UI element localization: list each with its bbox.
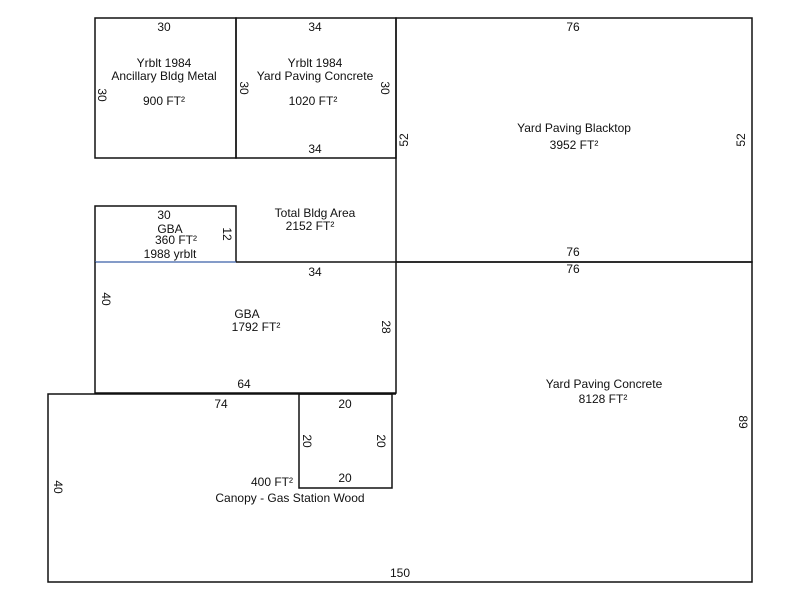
dim-label: 30 — [378, 81, 392, 95]
dim-label: 89 — [736, 415, 750, 429]
dim-label: 40 — [99, 292, 113, 306]
yard-concrete-outline[interactable] — [47, 261, 753, 583]
ancillary-bldg-rect[interactable] — [94, 17, 237, 159]
dim-label: 76 — [566, 262, 580, 276]
area-size: 360 FT² — [155, 233, 197, 247]
area-size: 1020 FT² — [289, 94, 338, 108]
dim-label: 40 — [51, 480, 65, 494]
dim-label: 12 — [220, 227, 234, 241]
dim-label: 74 — [214, 397, 228, 411]
area-name: GBA — [157, 222, 182, 236]
dim-label: 20 — [338, 397, 352, 411]
area-size: 8128 FT² — [579, 392, 628, 406]
area-name: Yard Paving Blacktop — [517, 121, 631, 135]
canopy-rect[interactable] — [298, 393, 393, 489]
dim-label: 20 — [374, 434, 388, 448]
dim-label: 52 — [397, 133, 411, 147]
dim-label: 34 — [308, 142, 322, 156]
dim-label: 34 — [308, 265, 322, 279]
dim-label: 76 — [566, 245, 580, 259]
dim-label: 150 — [390, 566, 410, 580]
total-area: 2152 FT² — [286, 219, 335, 233]
area-name: Ancillary Bldg Metal — [111, 69, 216, 83]
gba-small-rect[interactable] — [94, 205, 237, 262]
dim-label: 30 — [157, 208, 171, 222]
area-size: 1792 FT² — [232, 320, 281, 334]
year-label: 1988 yrblt — [144, 247, 197, 261]
dim-label: 52 — [734, 133, 748, 147]
dim-label: 76 — [566, 20, 580, 34]
dim-label: 64 — [237, 377, 251, 391]
total-label: Total Bldg Area — [275, 206, 356, 220]
dim-label: 30 — [157, 20, 171, 34]
area-name: Canopy - Gas Station Wood — [215, 491, 364, 505]
area-size: 900 FT² — [143, 94, 185, 108]
dim-label: 30 — [95, 88, 109, 102]
gba-rect[interactable] — [94, 261, 397, 394]
area-size: 400 FT² — [251, 475, 293, 489]
dim-label: 20 — [338, 471, 352, 485]
dim-label: 34 — [308, 20, 322, 34]
dim-label: 30 — [237, 81, 251, 95]
yard-paving-concrete-rect[interactable] — [235, 17, 397, 159]
area-name: Yard Paving Concrete — [546, 377, 663, 391]
area-size: 3952 FT² — [550, 138, 599, 152]
area-name: Yard Paving Concrete — [257, 69, 374, 83]
year-label: Yrblt 1984 — [288, 56, 343, 70]
dim-label: 28 — [379, 320, 393, 334]
area-name: GBA — [234, 307, 259, 321]
year-label: Yrblt 1984 — [137, 56, 192, 70]
dim-label: 20 — [300, 434, 314, 448]
